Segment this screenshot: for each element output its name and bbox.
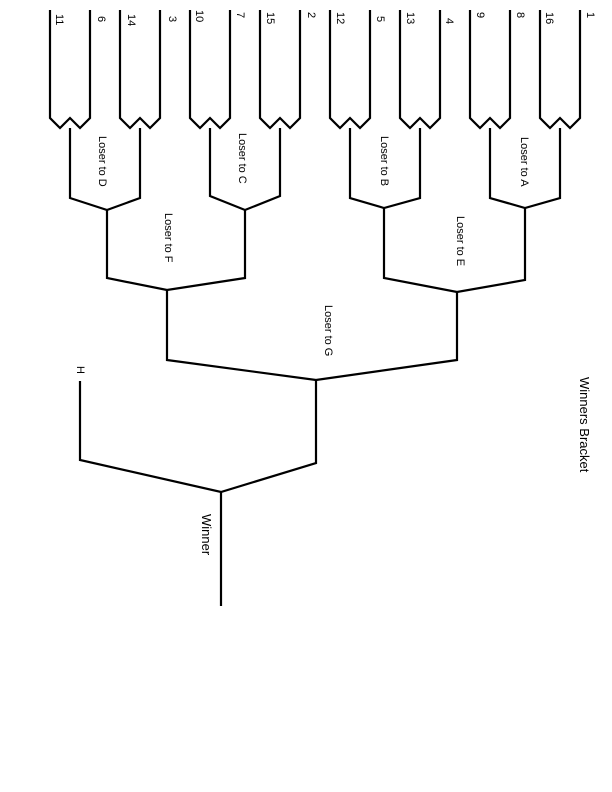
loser-to-d-label: Loser to D [96,136,108,187]
winner-label: Winner [199,514,214,556]
h-label: H [74,366,86,374]
loser-to-b-label: Loser to B [378,136,390,186]
game-5-12 [328,10,372,130]
game-4-13 [398,10,442,130]
game-7-10 [188,10,232,130]
game-2-15 [258,10,302,130]
loser-to-e-label: Loser to E [454,216,466,266]
loser-to-g-label: Loser to G [322,305,334,356]
seed-label: 3 [166,16,178,22]
game-8-9 [468,10,512,130]
connector-game-f [105,210,247,292]
connector-game-g [165,290,459,382]
seed-label: 12 [334,12,346,24]
game-6-11 [48,10,92,130]
seed-label: 9 [474,12,486,18]
seed-label: 14 [125,14,137,26]
connector-final [78,380,318,494]
seed-label: 7 [234,12,246,18]
seed-label: 10 [193,10,205,22]
seed-label: 11 [53,14,65,25]
seed-label: 13 [404,12,416,24]
game-3-14 [118,10,162,130]
loser-to-c-label: Loser to C [236,133,248,184]
seed-label: 1 [584,12,596,18]
seed-label: 2 [305,12,317,18]
seed-label: 5 [374,16,386,22]
bracket-title: Winners Bracket [577,377,592,473]
seed-label: 16 [543,12,555,24]
seed-label: 15 [264,12,276,24]
loser-to-f-label: Loser to F [162,213,174,263]
seed-label: 8 [514,12,526,18]
seed-label: 4 [443,18,455,24]
game-1-16 [538,10,582,130]
loser-to-a-label: Loser to A [518,137,530,187]
seed-label: 6 [95,16,107,22]
